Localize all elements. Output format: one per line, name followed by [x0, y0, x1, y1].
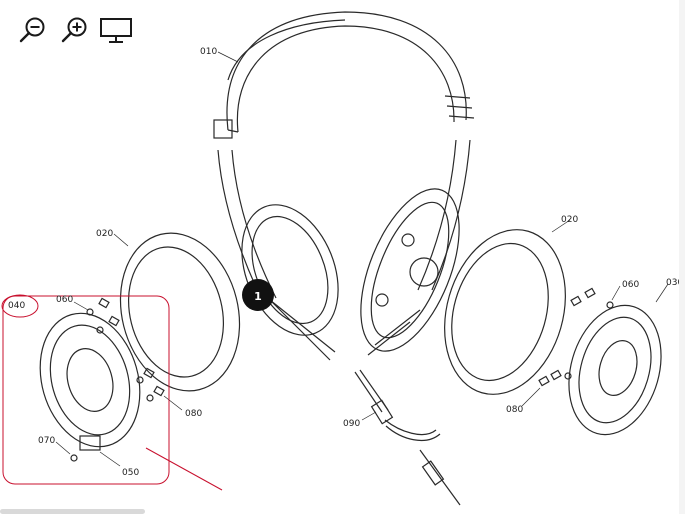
- label-headband: 010: [200, 47, 217, 57]
- right-cover-drawing: [568, 304, 662, 436]
- label-cushion-left: 020: [96, 229, 113, 239]
- zoom-out-icon: [19, 17, 45, 43]
- monitor-icon: [100, 18, 132, 43]
- label-cushion-right: 020: [561, 215, 578, 225]
- label-screw-right: 060: [622, 280, 639, 290]
- right-cup-drawing: [360, 188, 460, 356]
- left-cover-drawing: [39, 312, 141, 451]
- label-cable: 090: [343, 419, 360, 429]
- zoom-in-icon: [61, 17, 87, 43]
- side-badge: 1: [242, 279, 274, 311]
- label-connector: 050: [122, 468, 139, 478]
- cable-drawing: [354, 369, 461, 506]
- viewer-toolbar: [14, 12, 134, 48]
- right-small-parts-drawing: [538, 287, 614, 387]
- leader-lines: [55, 51, 669, 467]
- label-screw-bottom: 070: [38, 436, 55, 446]
- highlight-box: [2, 295, 170, 485]
- left-cup-drawing: [241, 204, 339, 361]
- label-pads-right: 080: [506, 405, 523, 415]
- left-small-parts-drawing: [70, 297, 165, 462]
- zoom-in-button[interactable]: [56, 12, 92, 48]
- highlight-arrow: [145, 447, 223, 491]
- side-badge-label: 1: [254, 290, 262, 303]
- label-screw-left: 060: [56, 295, 73, 305]
- horizontal-scrollbar[interactable]: [0, 509, 145, 514]
- fit-screen-button[interactable]: [98, 12, 134, 48]
- label-cover-left: 040: [8, 301, 25, 311]
- right-cushion-drawing: [444, 229, 566, 395]
- label-cover-right: 030: [666, 278, 683, 288]
- vertical-scrollbar[interactable]: [679, 0, 685, 514]
- left-cushion-drawing: [119, 232, 241, 392]
- headband-drawing: [213, 11, 475, 301]
- highlight-overlay: [1, 294, 223, 491]
- label-pads-left: 080: [185, 409, 202, 419]
- highlight-circle: [1, 294, 39, 318]
- zoom-out-button[interactable]: [14, 12, 50, 48]
